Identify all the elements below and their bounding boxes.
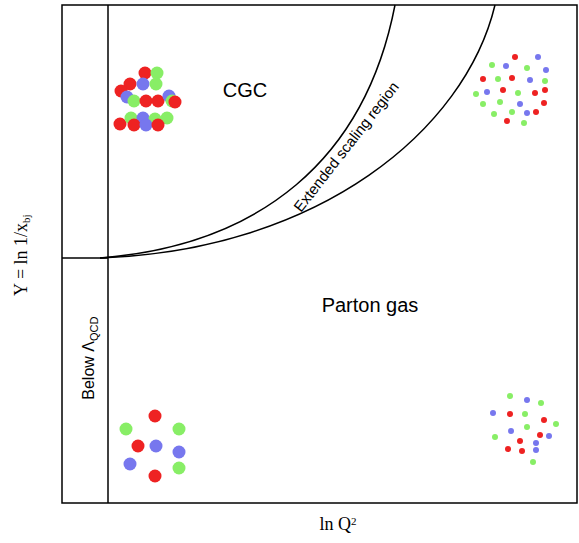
parton-dot [517, 438, 523, 444]
label-text: Y = ln 1/x [11, 223, 31, 296]
axes-frame [62, 5, 577, 503]
parton-dot [137, 78, 150, 91]
axis-title: Y = ln 1/xbj [12, 214, 32, 296]
parton-dot [546, 433, 552, 439]
parton-dot [553, 421, 559, 427]
parton-dot [504, 118, 510, 124]
parton-dot [532, 90, 538, 96]
parton-dot [495, 76, 501, 82]
parton-dot [509, 109, 515, 115]
parton-dot [132, 440, 145, 453]
parton-dot [503, 63, 509, 69]
parton-dot [489, 62, 495, 68]
parton-dot [151, 67, 164, 80]
label-text: Parton gas [322, 294, 419, 316]
parton-dot [543, 67, 549, 73]
label-text: ln Q [320, 514, 352, 534]
parton-dot [522, 411, 528, 417]
parton-dot [524, 65, 530, 71]
label-text: bj [20, 214, 32, 223]
parton-dot [530, 459, 536, 465]
parton-dot [524, 110, 530, 116]
label-text: QCD [88, 316, 100, 340]
parton-dot [521, 120, 527, 126]
parton-dot [173, 446, 186, 459]
parton-dot [519, 448, 525, 454]
parton-dot [538, 400, 544, 406]
parton-dot [149, 410, 162, 423]
region-label: CGC [223, 80, 267, 100]
parton-dot [512, 54, 518, 60]
parton-dot [152, 119, 165, 132]
parton-dot [507, 411, 513, 417]
parton-dot [480, 101, 486, 107]
parton-dot [524, 397, 530, 403]
parton-dot [491, 111, 497, 117]
parton-dot [515, 90, 521, 96]
parton-dot [533, 447, 539, 453]
parton-dot [541, 417, 547, 423]
parton-dot [533, 109, 539, 115]
parton-dot [473, 91, 479, 97]
parton-dot [542, 87, 548, 93]
region-label: Below ΛQCD [82, 316, 100, 399]
parton-dot [533, 440, 539, 446]
parton-dot [484, 89, 490, 95]
parton-dot [124, 458, 137, 471]
parton-dots [114, 54, 560, 483]
parton-dot [139, 67, 152, 80]
label-text: Extended scaling region [290, 78, 402, 215]
parton-dot [173, 423, 186, 436]
parton-dot [140, 119, 153, 132]
parton-dot [505, 446, 511, 452]
parton-dot [114, 118, 127, 131]
parton-dot [541, 100, 547, 106]
parton-dot [149, 470, 162, 483]
parton-dot [128, 119, 141, 132]
parton-dot [169, 96, 182, 109]
parton-dot [508, 428, 514, 434]
parton-dot [517, 101, 523, 107]
parton-dot [524, 424, 530, 430]
curve-label: Extended scaling region [291, 78, 401, 213]
parton-dot [480, 76, 486, 82]
parton-dot [150, 78, 163, 91]
region-label: Parton gas [322, 295, 419, 315]
axis-title: ln Q2 [320, 515, 357, 533]
parton-dot [542, 78, 548, 84]
parton-dot [490, 410, 496, 416]
parton-dot [120, 423, 133, 436]
parton-dot [150, 440, 163, 453]
parton-dot [527, 77, 533, 83]
parton-dot [128, 95, 141, 108]
parton-dot [535, 54, 541, 60]
label-text: Below Λ [81, 341, 98, 400]
parton-dot [509, 75, 515, 81]
scaling-curve [100, 5, 495, 258]
parton-dot [497, 99, 503, 105]
parton-dot [492, 434, 498, 440]
label-text: CGC [223, 79, 267, 101]
parton-dot [140, 95, 153, 108]
parton-dot [500, 87, 506, 93]
parton-dot [173, 462, 186, 475]
parton-dot [507, 393, 513, 399]
label-text: 2 [351, 515, 357, 527]
parton-dot [537, 432, 543, 438]
lambda-boundary [107, 5, 109, 503]
